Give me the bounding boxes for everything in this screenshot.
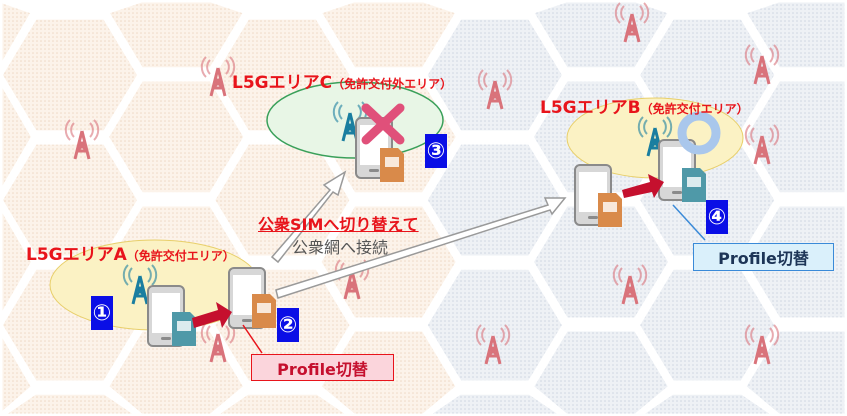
- hex-cell: [0, 0, 38, 75]
- area-b-sub: （免許交付エリア）: [640, 102, 749, 116]
- hex-cell: [0, 389, 145, 416]
- area-b-name: L5GエリアB: [540, 98, 641, 118]
- hex-cell: [740, 326, 847, 416]
- profile-switch-arrow: [192, 174, 664, 328]
- hex-cell: [632, 389, 782, 416]
- hex-cell: [421, 139, 568, 261]
- area-c-name: L5GエリアC: [232, 73, 333, 93]
- hex-cell: [102, 0, 250, 73]
- pointer-line: [672, 204, 706, 241]
- profile-switch-label-4: Profile切替: [693, 243, 834, 271]
- hex-cell: [739, 0, 847, 73]
- step-3-badge: ③: [425, 134, 447, 168]
- hex-cell: [0, 14, 143, 136]
- hex-cell: [740, 76, 847, 198]
- hex-cell: [527, 326, 675, 416]
- cross-icon: [361, 103, 405, 145]
- step-4-badge: ④: [706, 200, 728, 234]
- area-a-title: L5GエリアA（免許交付エリア）: [26, 240, 235, 265]
- hex-cell: [421, 14, 568, 136]
- area-a-name: L5GエリアA: [26, 245, 127, 265]
- area-c-sub: （免許交付外エリア）: [332, 77, 453, 91]
- switch-arrows: [270, 170, 567, 299]
- step-1-badge: ①: [91, 296, 113, 330]
- hex-cell: [528, 201, 674, 323]
- circle-ok-icon: [677, 111, 721, 155]
- area-a-sub: （免許交付エリア）: [126, 249, 235, 263]
- hex-cell: [103, 76, 250, 198]
- area-b-title: L5GエリアB（免許交付エリア）: [540, 93, 749, 118]
- switch-text-line2: 公衆網へ接続: [292, 238, 389, 257]
- profile-switch-label-2: Profile切替: [251, 354, 394, 381]
- hex-cell: [103, 326, 250, 416]
- pointer-line: [242, 324, 263, 354]
- hex-cell: [208, 389, 357, 416]
- switch-text-line1: 公衆SIMへ切り替えて: [258, 215, 419, 234]
- hex-cell: [527, 0, 675, 73]
- step-2-badge: ②: [277, 308, 299, 342]
- hex-cell: [314, 0, 463, 73]
- hex-cell: [420, 389, 570, 416]
- hex-cell: [421, 264, 568, 386]
- area-c-title: L5GエリアC（免許交付外エリア）: [232, 68, 452, 93]
